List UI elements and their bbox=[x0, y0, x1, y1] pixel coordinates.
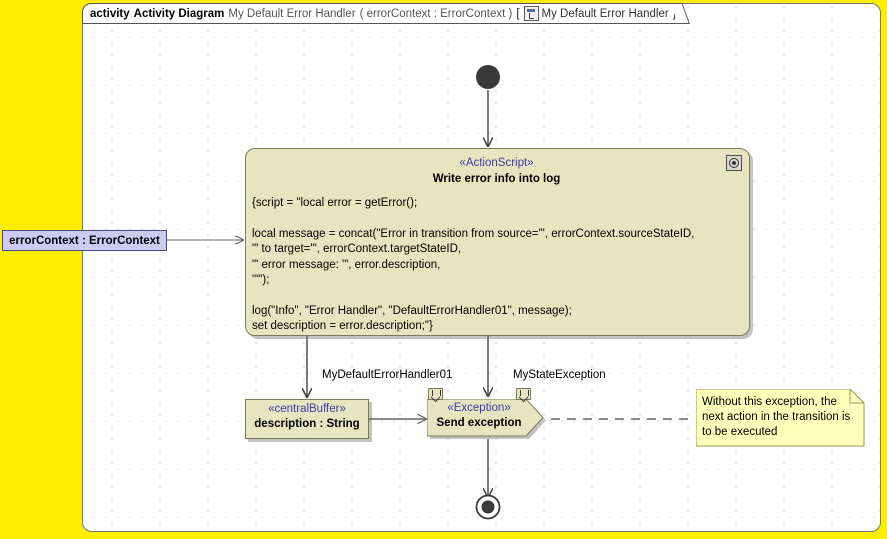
frame-diagram-type: Activity Diagram bbox=[133, 7, 225, 20]
exception-node-stereotype: «Exception» bbox=[447, 402, 511, 414]
action-node-stereotype: «ActionScript» bbox=[459, 157, 534, 169]
note-shape bbox=[695, 388, 865, 447]
frame-signature: ( errorContext : ErrorContext ) bbox=[359, 7, 513, 20]
frame-title-tab: activity Activity Diagram My Default Err… bbox=[82, 3, 680, 24]
frame-bracket-close: ] bbox=[672, 7, 676, 20]
activity-parameter-node-errorcontext[interactable]: errorContext : ErrorContext bbox=[2, 230, 167, 251]
frame-label: My Default Error Handler bbox=[541, 7, 669, 20]
frame-keyword: activity bbox=[90, 7, 130, 20]
note-annotation[interactable]: Without this exception, the next action … bbox=[695, 388, 865, 447]
edge-label-handler: MyDefaultErrorHandler01 bbox=[322, 369, 453, 381]
action-node-write-error-info[interactable]: «ActionScript» Write error info into log… bbox=[245, 148, 750, 336]
note-text: Without this exception, the next action … bbox=[702, 396, 851, 438]
activity-diagram-icon bbox=[523, 6, 539, 21]
action-node-name: Write error info into log bbox=[432, 173, 561, 185]
edge-label-state-exception: MyStateException bbox=[513, 369, 606, 381]
input-pin-right[interactable] bbox=[516, 388, 531, 400]
central-buffer-node-description[interactable]: «centralBuffer» description : String bbox=[245, 399, 369, 439]
action-node-script-body: {script = "local error = getError(); loc… bbox=[252, 197, 695, 333]
frame-name: My Default Error Handler bbox=[228, 7, 356, 20]
frame-bracket-open: [ bbox=[516, 7, 520, 20]
buffer-node-stereotype: «centralBuffer» bbox=[268, 403, 346, 415]
exception-node-name: Send exception bbox=[436, 417, 522, 429]
input-pin-left[interactable] bbox=[428, 388, 443, 400]
exception-node-text: «Exception» Send exception bbox=[427, 402, 531, 429]
buffer-node-name: description : String bbox=[254, 418, 360, 430]
send-exception-node[interactable]: «Exception» Send exception bbox=[427, 399, 547, 439]
send-signal-shape bbox=[427, 399, 546, 439]
script-gear-icon bbox=[726, 155, 742, 171]
parameter-node-label: errorContext : ErrorContext bbox=[9, 234, 160, 247]
